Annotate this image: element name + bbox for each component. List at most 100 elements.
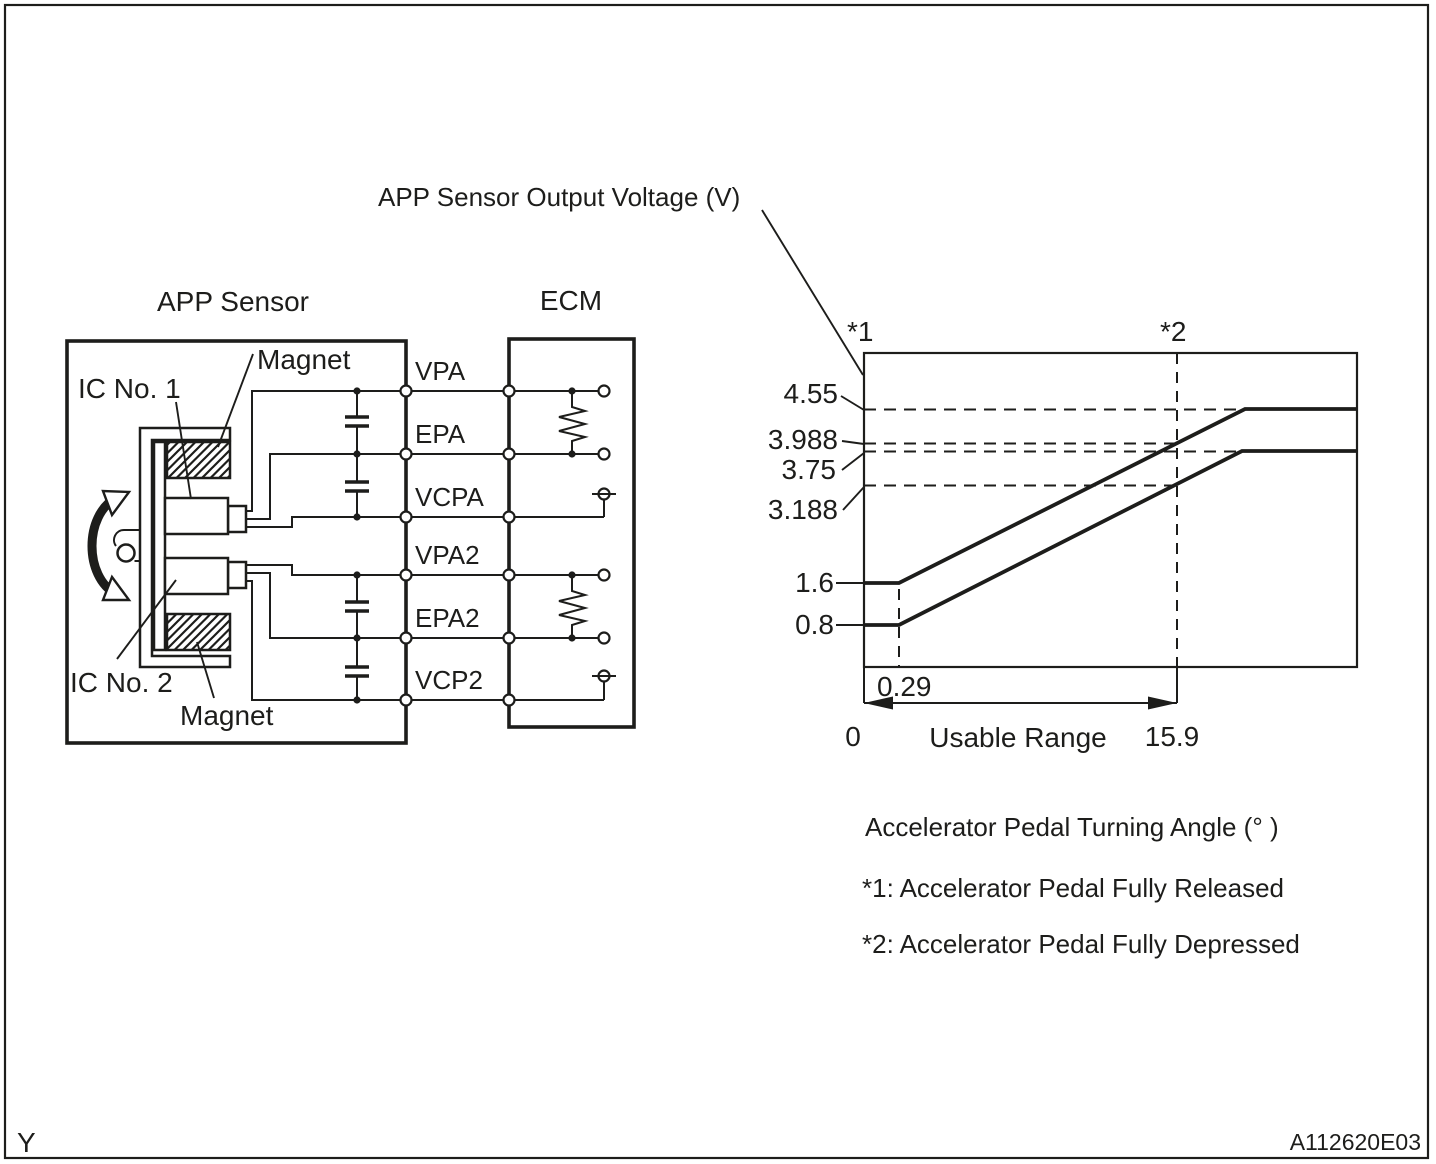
capacitor-4-icon xyxy=(345,665,369,678)
ic1-tab xyxy=(226,504,248,534)
wire-vcp2 xyxy=(246,580,406,701)
rotation-arrowhead-top-icon xyxy=(101,489,132,518)
rotor-assembly xyxy=(87,426,248,669)
terminal-circle xyxy=(502,693,516,707)
arrowhead-left-icon xyxy=(864,696,893,710)
terminal-circle xyxy=(399,447,413,461)
terminal-label-vcp2: VCP2 xyxy=(415,665,483,695)
ecm-pin-circle xyxy=(597,568,611,582)
capacitor-2-icon xyxy=(345,480,369,493)
terminal-circle xyxy=(502,447,516,461)
arrowhead-right-icon xyxy=(1148,696,1177,710)
junction-dot xyxy=(353,513,361,521)
magnet-top-leader xyxy=(217,353,254,448)
ytick-leader xyxy=(841,452,865,471)
terminal-circle xyxy=(502,510,516,524)
wire-vcpa xyxy=(246,516,406,528)
ecm-box xyxy=(507,337,636,729)
ytick-1-6: 1.6 xyxy=(795,567,834,598)
harness-wires xyxy=(406,390,509,701)
marker-2-label: *2 xyxy=(1160,316,1186,347)
wire-vpa2 xyxy=(246,564,406,576)
junction-dot xyxy=(353,634,361,642)
circuit-diagram: APP Sensor ECM Magnet IC No. 1 xyxy=(65,285,636,745)
rotor-bracket xyxy=(138,426,232,669)
terminal-labels: VPA EPA VCPA VPA2 EPA2 VCP2 xyxy=(415,356,485,695)
page-letter: Y xyxy=(17,1127,36,1158)
capacitor-1-icon xyxy=(345,415,369,428)
junction-dot xyxy=(568,571,576,579)
ic2-body xyxy=(163,556,230,596)
ic1-label: IC No. 1 xyxy=(78,373,181,404)
wire-vpa xyxy=(246,390,406,512)
ecm-wire-vcp2 xyxy=(509,682,605,701)
terminal-circle xyxy=(399,510,413,524)
terminal-label-vpa: VPA xyxy=(415,356,466,386)
app-sensor-box-title: APP Sensor xyxy=(157,286,309,317)
magnet-bottom-label: Magnet xyxy=(180,700,274,731)
page-border xyxy=(3,3,1430,1160)
marker-1-label: *1 xyxy=(847,316,873,347)
noise-capacitors xyxy=(345,387,369,704)
connector-terminals xyxy=(399,384,516,707)
figure-code: A112620E03 xyxy=(1290,1129,1421,1155)
ic2-tab xyxy=(226,560,248,590)
ytick-3-188: 3.188 xyxy=(768,494,838,525)
ytick-3-75: 3.75 xyxy=(782,454,837,485)
x-origin-label: 0 xyxy=(845,721,861,752)
output-voltage-graph: APP Sensor Output Voltage (V) *1 *2 4.55… xyxy=(378,182,1359,959)
wire-epa2 xyxy=(246,572,406,639)
ic1-leader xyxy=(175,401,192,500)
x-max-label: 15.9 xyxy=(1145,721,1200,752)
terminal-circle xyxy=(502,568,516,582)
ecm-pin-circle xyxy=(597,631,611,645)
ytick-leader xyxy=(841,440,865,445)
terminal-circle xyxy=(502,384,516,398)
magnet-bottom-leader xyxy=(196,641,215,699)
junction-dot xyxy=(353,571,361,579)
junction-dot xyxy=(568,450,576,458)
terminal-circle xyxy=(502,631,516,645)
junction-dot xyxy=(353,387,361,395)
pullup-resistor-1-icon xyxy=(558,391,589,454)
magnet-top xyxy=(165,440,232,480)
ecm-internals xyxy=(509,384,616,701)
line-upper xyxy=(864,407,1357,585)
terminal-label-epa: EPA xyxy=(415,419,466,449)
ecm-wire-vcpa xyxy=(509,500,605,518)
rotation-arrowhead-bottom-icon xyxy=(101,574,132,602)
ecm-pin-circle xyxy=(597,384,611,398)
ic2-label: IC No. 2 xyxy=(70,667,173,698)
usable-range-label: Usable Range xyxy=(929,722,1106,753)
shaft-pin xyxy=(116,543,136,563)
pullup-resistor-2-icon xyxy=(558,575,589,638)
range-droplines xyxy=(863,667,1178,703)
x-axis-title: Accelerator Pedal Turning Angle (° ) xyxy=(865,812,1279,842)
ic1-body xyxy=(163,496,230,536)
terminal-label-vpa2: VPA2 xyxy=(415,540,480,570)
ytick-leader xyxy=(840,395,865,411)
capacitor-3-icon xyxy=(345,600,369,613)
graph-title: APP Sensor Output Voltage (V) xyxy=(378,182,740,212)
line-lower xyxy=(864,449,1357,627)
plot-frame xyxy=(862,351,1359,669)
x-offset-label: 0.29 xyxy=(877,671,932,702)
ecm-box-title: ECM xyxy=(540,285,602,316)
wire-epa xyxy=(246,453,406,520)
junction-dot xyxy=(568,387,576,395)
ytick-3-988: 3.988 xyxy=(768,424,838,455)
shaft xyxy=(113,529,140,547)
ytick-0-8: 0.8 xyxy=(795,609,834,640)
terminal-circle xyxy=(399,384,413,398)
sensor-internal-wires xyxy=(246,390,406,701)
junction-dot xyxy=(353,696,361,704)
terminal-label-vcpa: VCPA xyxy=(415,482,485,512)
graph-title-leader xyxy=(761,209,864,376)
terminal-label-epa2: EPA2 xyxy=(415,603,480,633)
rotor-inner-bar xyxy=(152,440,167,652)
junction-dot xyxy=(568,634,576,642)
junction-dot xyxy=(353,450,361,458)
terminal-circle xyxy=(399,631,413,645)
